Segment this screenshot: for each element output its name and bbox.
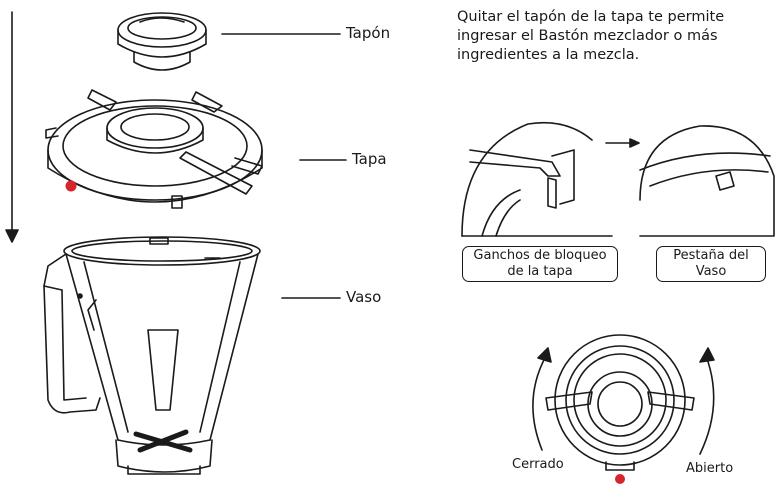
jar-tab-caption: Pestaña del Vaso <box>656 246 766 282</box>
note-line-3: ingredientes a la mezcla. <box>457 47 640 63</box>
rotation-red-indicator-dot <box>615 474 625 484</box>
open-rotation-arrow <box>699 347 715 455</box>
assembly-direction-arrow <box>5 11 19 243</box>
lid-red-indicator-dot <box>65 180 77 192</box>
cap-removal-note: Quitar el tapón de la tapa te permite in… <box>457 8 767 65</box>
jar-tab-detail <box>639 125 775 237</box>
cap-illustration <box>117 12 207 71</box>
lid-label: Tapa <box>352 150 387 168</box>
closed-label: Cerrado <box>512 457 564 472</box>
cap-label: Tapón <box>346 24 391 42</box>
detail-arrow-head <box>629 138 640 148</box>
lid-hooks-caption: Ganchos de bloqueo de la tapa <box>462 246 618 282</box>
closed-rotation-arrow <box>532 347 552 451</box>
jar-tab-caption-line-2: Vaso <box>695 264 727 279</box>
open-label: Abierto <box>686 461 734 476</box>
lid-illustration <box>45 89 263 209</box>
lid-hooks-caption-line-1: Ganchos de bloqueo <box>473 248 607 263</box>
note-line-2: ingresar el Bastón mezclador o más <box>457 28 718 44</box>
note-line-1: Quitar el tapón de la tapa te permite <box>457 9 725 25</box>
jar-illustration <box>43 236 261 475</box>
lid-hooks-caption-line-2: de la tapa <box>507 264 573 279</box>
jar-tab-caption-line-1: Pestaña del <box>673 248 749 263</box>
lid-rotation-view <box>545 334 695 471</box>
jar-label: Vaso <box>346 288 382 306</box>
lid-hooks-detail <box>461 121 613 240</box>
